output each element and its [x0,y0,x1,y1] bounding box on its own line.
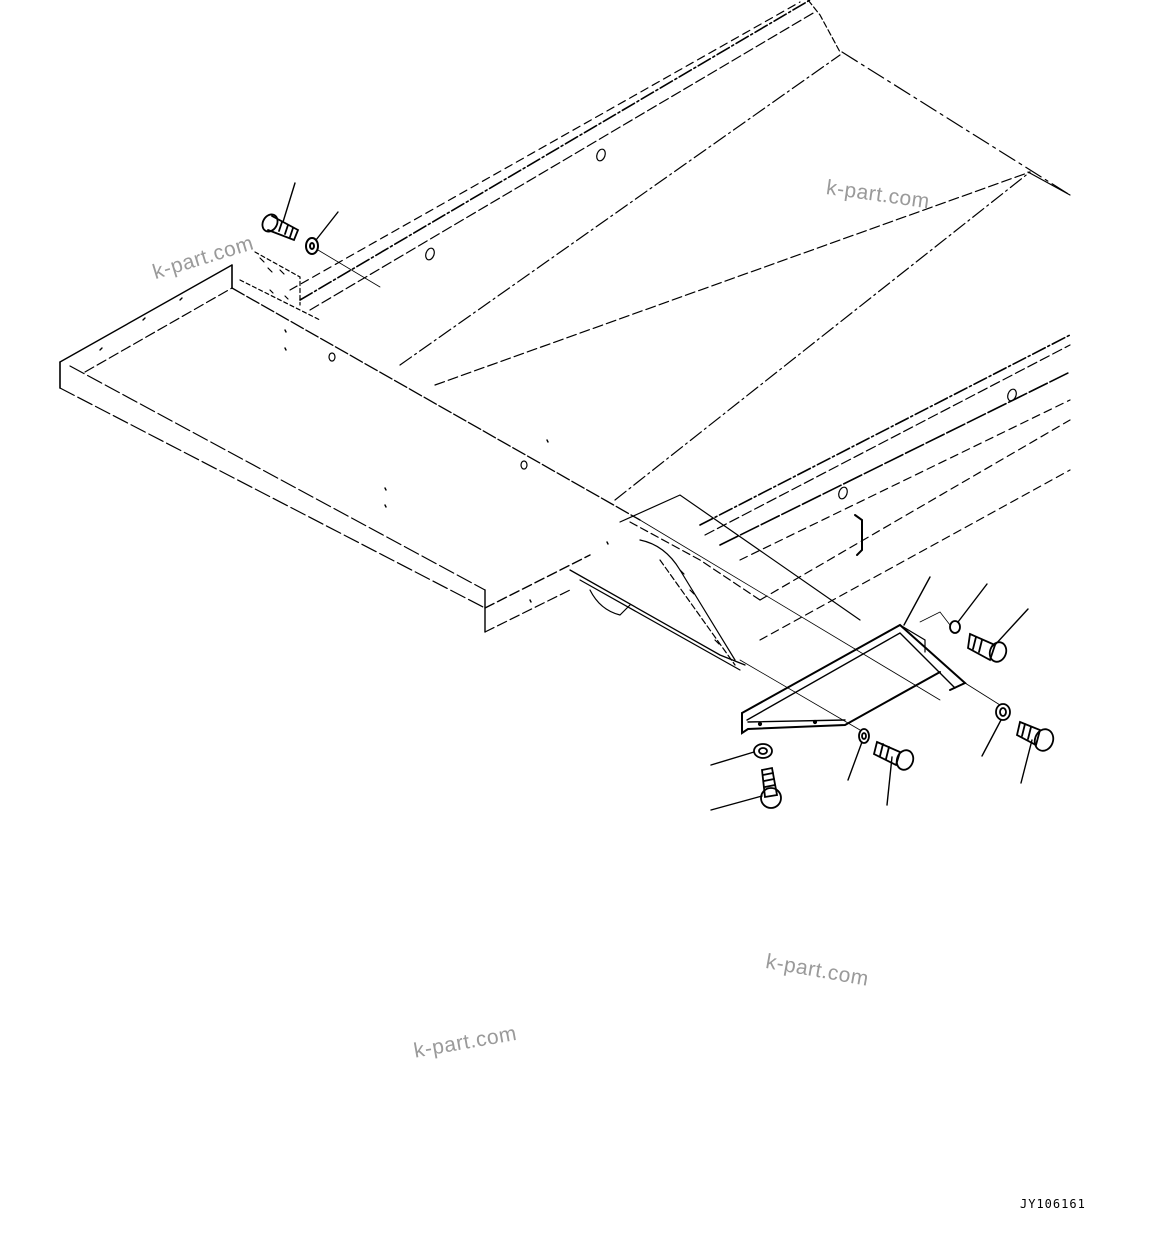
washer-right-top-icon [949,620,961,634]
washer-right-bottom-icon [995,703,1011,721]
washer-left-icon [753,743,773,759]
bolt-left-icon [760,766,782,809]
leader-lines [282,182,1033,811]
main-deck [289,0,1071,641]
drawing-code: JY106161 [1020,1197,1086,1211]
washer-upper-left-icon [305,237,319,255]
bolt-right-bottom-icon [1015,720,1055,752]
platform-box [59,251,641,633]
washer-center-icon [858,728,870,744]
bracket [741,623,967,735]
bolt-upper-left-icon [261,213,300,242]
bolt-right-top-icon [967,632,1008,663]
bolt-center-icon [872,740,915,771]
mounting-plate [569,494,861,671]
assembly-lines [317,249,1001,731]
